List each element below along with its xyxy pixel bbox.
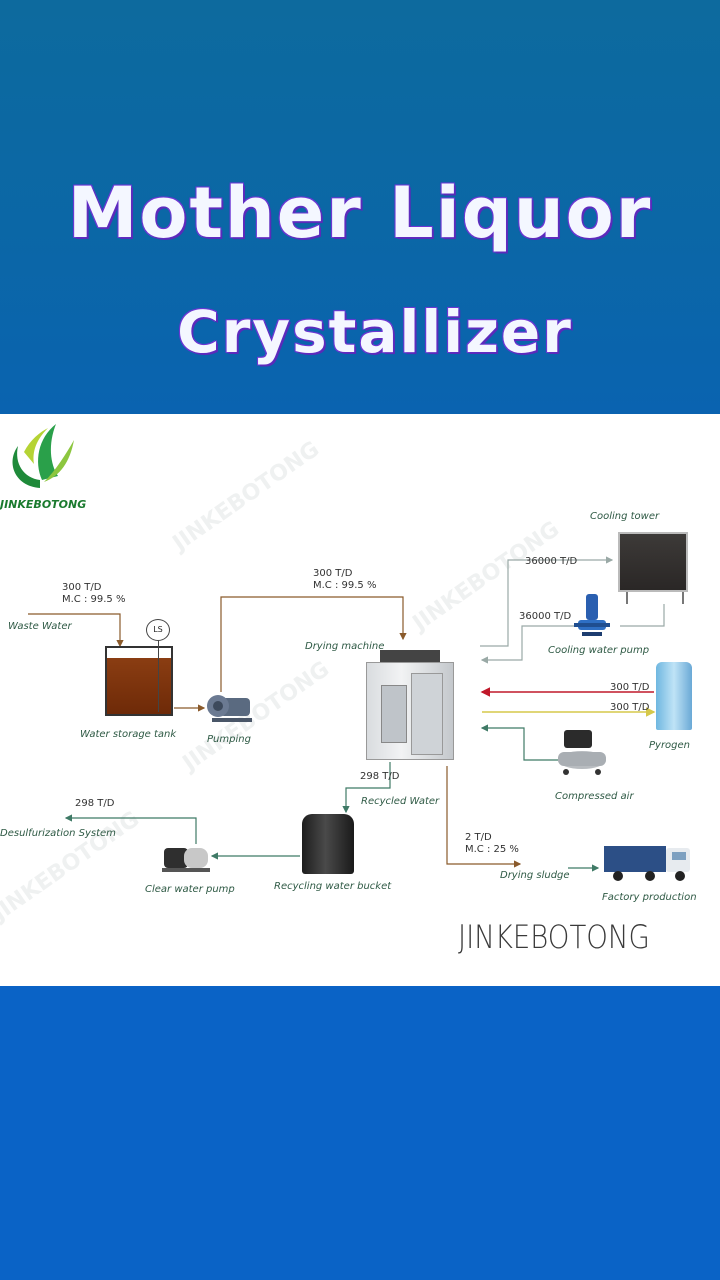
water-storage-tank [105,646,173,716]
level-sensor-rod [158,640,159,712]
recycled-water-label: Recycled Water [361,796,440,807]
air-compressor-icon [558,730,606,775]
cooling-water-pump-label: Cooling water pump [548,645,650,656]
feed-mc: M.C : 99.5 % [313,580,377,591]
clear-water-pump-label: Clear water pump [145,884,235,895]
cooling-tower-legs [626,592,684,604]
drying-machine-top [380,650,440,664]
truck-icon [604,846,690,881]
cooling-water-pump-icon [574,594,610,636]
drying-sludge-label: Drying sludge [500,870,570,881]
desulfurization-rate: 298 T/D [75,798,115,809]
process-diagram: JINKEBOTONG JINKEBOTONG JINKEBOTONG JINK… [0,414,720,986]
recycling-water-bucket [302,814,354,874]
feed-rate: 300 T/D [313,568,353,579]
bottom-panel [0,986,720,1280]
cooling-return-rate: 36000 T/D [519,611,572,622]
sludge-rate: 2 T/D [465,832,492,843]
drying-machine-label: Drying machine [305,641,385,652]
title-line-1: Mother Liquor [67,172,653,254]
waste-water-label: Waste Water [8,621,72,632]
drying-machine [366,662,454,760]
cooling-tower [618,532,688,592]
title-banner: Mother Liquor Crystallizer [0,0,720,414]
cooling-tower-label: Cooling tower [590,511,660,522]
clear-water-pump-icon [162,848,210,872]
brand-name: JINKEBOTONG [0,498,87,511]
tank-rim [105,646,173,648]
pyrogen-unit [656,662,692,730]
pyrogen-label: Pyrogen [649,740,691,751]
water-storage-tank-label: Water storage tank [80,729,177,740]
recycled-rate: 298 T/D [360,771,400,782]
recycling-water-bucket-label: Recycling water bucket [274,881,392,892]
pyrogen-out-rate: 300 T/D [610,682,650,693]
desulfurization-system-label: Desulfurization System [0,828,116,839]
brand-watermark: JINKEBOTONG [458,918,650,956]
inlet-rate: 300 T/D [62,582,102,593]
factory-production-label: Factory production [602,892,697,903]
cooling-supply-rate: 36000 T/D [525,556,578,567]
company-logo-icon [12,424,74,488]
inlet-mc: M.C : 99.5 % [62,594,126,605]
level-sensor-icon: LS [146,619,170,641]
flow-lines [28,556,665,872]
title-line-2: Crystallizer [177,298,573,366]
pyrogen-in-rate: 300 T/D [610,702,650,713]
pumping-label: Pumping [207,734,251,745]
pump-icon [207,695,252,722]
compressed-air-label: Compressed air [555,791,634,802]
sludge-mc: M.C : 25 % [465,844,519,855]
